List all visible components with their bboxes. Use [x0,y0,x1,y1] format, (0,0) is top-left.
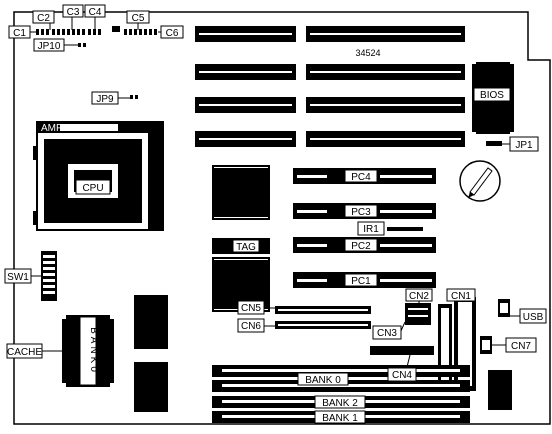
pc4-label-box [344,169,378,183]
bios-label: BIOS [480,90,504,101]
amp-label: AMP [41,123,63,134]
cn3-label: CN3 [377,328,397,339]
c6-label: C6 [166,28,179,39]
jp1-label-box [509,136,539,152]
bios-label-box [473,87,511,102]
cn1-label: CN1 [451,291,471,302]
pc2-label-box [344,238,378,252]
c6-label-box [160,25,184,39]
jp1-jumper [486,141,502,146]
sw1-switch [41,251,57,301]
c5-label: C5 [132,13,145,24]
cn4-label-box [387,367,417,382]
jp9-label-box [91,91,119,105]
cn5-label-box [237,300,265,315]
jp10-label-box [33,38,65,52]
bank0-label-box [297,372,349,386]
bank2-label: BANK 2 [322,398,358,409]
board-number: 34524 [355,48,380,58]
isa-slot-slits [199,33,461,140]
c1-label-box [8,25,31,39]
ir1-header [387,227,423,231]
cn2-label-box [405,288,433,302]
usb-label-box [519,308,547,324]
c2-label-box [32,10,55,24]
jp9-label: JP9 [96,94,114,105]
ir1-label: IR1 [363,224,379,235]
sw1-label: SW1 [7,272,29,283]
pc1-label-box [344,273,378,287]
bank0-label: BANK 0 [305,375,341,386]
bank1-label: BANK 1 [322,413,358,424]
c4-label: C4 [89,7,102,18]
pc3-label: PC3 [351,207,371,218]
pc4-label: PC4 [351,172,371,183]
c2-label: C2 [37,13,50,24]
pc3-label-box [344,204,378,218]
cn7-label-box [505,337,537,353]
c4-label-box [84,4,106,18]
cn6-label: CN6 [241,321,261,332]
battery [459,160,501,202]
cache-label-box [6,343,43,359]
tag-label-box [232,239,260,253]
c3-label: C3 [67,7,80,18]
jp1-label: JP1 [515,140,533,151]
cn5-label: CN5 [241,303,261,314]
bank0-vertical-label: BANK0 [88,327,99,375]
cn7-label: CN7 [511,341,531,352]
cn6-label-box [237,318,265,333]
usb-label: USB [523,312,544,323]
cpu-label: CPU [82,183,103,194]
c5-label-box [126,10,150,24]
pc1-label: PC1 [351,276,371,287]
cpu-socket [33,121,164,231]
bank2-label-box [314,395,366,409]
cn3-label-box [372,325,402,340]
cache-bank [62,315,114,387]
tag-label: TAG [236,242,256,253]
capacitor-row [36,26,157,99]
cn2-label: CN2 [409,291,429,302]
bank1-label-box [314,410,366,424]
sw1-label-box [4,268,32,284]
cache-label: CACHE [7,347,42,358]
pc2-label: PC2 [351,241,371,252]
cn1-label-box [446,288,476,302]
cpu-label-box [75,179,111,195]
cn4-label: CN4 [392,370,412,381]
c3-label-box [62,4,84,18]
c1-label: C1 [13,28,26,39]
ir1-label-box [357,221,385,236]
jp10-label: JP10 [38,41,61,52]
